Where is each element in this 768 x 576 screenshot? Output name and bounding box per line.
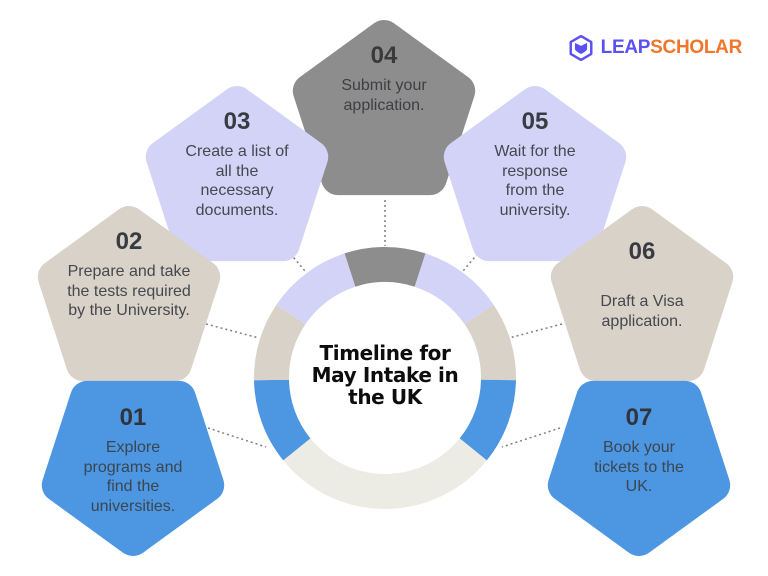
logo-scholar-text: SCHOLAR — [650, 37, 742, 58]
pentagon-step-07: 07 Book your tickets to the UK. — [544, 376, 734, 556]
step-text: Submit your application. — [341, 77, 427, 114]
step-number: 07 — [625, 404, 653, 431]
step-number: 01 — [119, 404, 147, 431]
wheel-segment-step-05 — [414, 253, 494, 325]
center-title-line: the UK — [348, 385, 422, 409]
leapscholar-box-icon — [569, 34, 593, 62]
center-title-line: May Intake in — [311, 363, 459, 387]
step-text: Book your tickets to the UK. — [594, 439, 684, 496]
step-number: 03 — [223, 108, 251, 135]
step-text: Prepare and take the tests required by t… — [67, 263, 191, 320]
step-number: 04 — [370, 42, 398, 69]
wheel-ring-svg — [253, 246, 517, 509]
center-title: Timeline for May Intake in the UK — [285, 342, 485, 408]
wheel-segment-step-01 — [254, 379, 311, 461]
step-number: 06 — [628, 238, 656, 265]
leapscholar-logo: LEAPSCHOLAR — [567, 34, 742, 62]
wheel-segment-step-06 — [464, 304, 517, 381]
pentagon-step-01: 01 Explore programs and find the univers… — [38, 376, 228, 556]
step-number: 05 — [521, 108, 549, 135]
step-text: Wait for the response from the universit… — [494, 143, 576, 219]
step-text: Create a list of all the necessary docum… — [185, 143, 289, 219]
pentagon-shape-icon — [41, 380, 225, 556]
center-title-line: Timeline for — [319, 341, 451, 365]
pentagon-step-02: 02 Prepare and take the tests required b… — [34, 206, 224, 386]
pentagon-step-04: 04 Submit your application. — [289, 20, 479, 200]
pentagon-shape-icon — [145, 86, 329, 262]
step-text: Draft a Visa application. — [600, 293, 684, 330]
timeline-wheel — [245, 238, 525, 518]
pentagon-shape-icon — [547, 380, 731, 556]
step-text: Explore programs and find the universiti… — [83, 439, 183, 515]
wheel-segment-step-04 — [344, 246, 426, 287]
pentagon-shape-icon — [550, 206, 734, 382]
pentagon-shape-icon — [292, 20, 476, 196]
pentagon-step-06: 06 Draft a Visa application. — [547, 206, 737, 386]
pentagon-step-05: 05 Wait for the response from the univer… — [440, 86, 630, 266]
pentagon-step-03: 03 Create a list of all the necessary do… — [142, 86, 332, 266]
wheel-segment-step-03 — [276, 253, 356, 325]
step-number: 02 — [115, 228, 143, 255]
logo-wordmark: LEAPSCHOLAR — [600, 37, 743, 59]
pentagon-shape-icon — [443, 86, 627, 262]
wheel-segment-base — [283, 438, 487, 509]
logo-leap-text: LEAP — [600, 37, 651, 58]
wheel-segment-step-02 — [253, 304, 306, 381]
wheel-segment-step-07 — [459, 379, 516, 461]
pentagon-shape-icon — [37, 206, 221, 382]
